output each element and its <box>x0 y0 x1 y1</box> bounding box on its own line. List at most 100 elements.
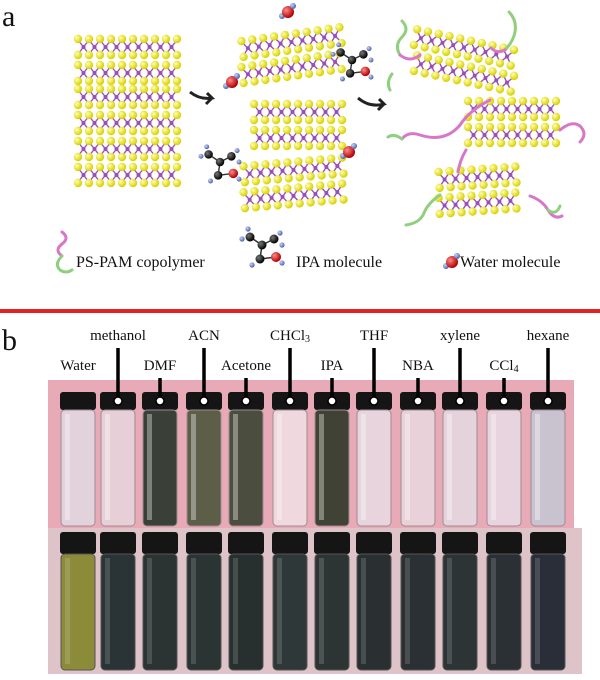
pointer-dot <box>199 396 209 406</box>
layer-stack <box>73 84 182 136</box>
sheet <box>73 110 182 136</box>
polymer-chain <box>400 98 492 141</box>
panel-b-label: b <box>2 324 17 357</box>
solvent-label: IPA <box>320 358 344 374</box>
solvent-label: Acetone <box>221 358 271 374</box>
sheet <box>239 153 348 187</box>
solvent-label: CCl4 <box>489 358 519 375</box>
solvent-label: NBA <box>402 358 434 374</box>
sheet <box>409 51 519 96</box>
pointer-dot <box>241 396 251 406</box>
sheet <box>434 188 521 219</box>
legend-water-label: Water molecule <box>460 254 561 271</box>
pointer-dot <box>455 396 465 406</box>
pointer-dot <box>155 396 165 406</box>
vial <box>442 392 478 527</box>
panel-divider <box>0 309 600 313</box>
polymer-chain <box>55 254 74 274</box>
vial <box>530 532 566 671</box>
arrow-icon <box>189 90 216 106</box>
vial <box>60 532 96 671</box>
vial <box>400 392 436 527</box>
vials-row-top <box>60 392 566 527</box>
vial <box>314 532 350 671</box>
solvent-label: DMF <box>143 358 177 374</box>
solvent-label: xylene <box>440 328 480 344</box>
copolymer-chains <box>55 10 586 274</box>
arrow-icon <box>357 96 387 112</box>
vial <box>486 532 522 671</box>
exfoliation-schematic <box>55 3 586 274</box>
vial <box>530 392 566 527</box>
sheet <box>73 136 182 162</box>
solvent-label: THF <box>359 328 389 344</box>
vial <box>100 392 136 527</box>
vial <box>228 392 264 527</box>
solvent-label: ACN <box>188 328 220 344</box>
polymer-chain <box>386 133 404 141</box>
sheet <box>249 99 347 125</box>
layer-stack <box>73 34 182 86</box>
vials-row-bottom <box>60 532 566 671</box>
sheet <box>409 25 519 70</box>
vial <box>186 392 222 527</box>
polymer-chain <box>404 193 442 227</box>
layer-stack <box>73 136 182 188</box>
vial <box>142 392 178 527</box>
sheet <box>249 125 347 151</box>
pointer-dot <box>285 396 295 406</box>
water-molecule <box>223 73 240 89</box>
sheet <box>73 60 182 86</box>
solvent-label: methanol <box>90 328 146 344</box>
sheet <box>73 34 182 60</box>
solvent-label: hexane <box>526 328 570 344</box>
layer-stack <box>434 162 521 219</box>
sheet <box>73 84 182 110</box>
water-molecule <box>340 143 357 159</box>
vial <box>356 532 392 671</box>
sheet <box>237 23 346 62</box>
sheet <box>73 162 182 188</box>
layer-stack <box>237 23 346 88</box>
polymer-chain <box>503 10 517 52</box>
polymer-chain <box>56 230 68 258</box>
ipa-molecule <box>198 144 242 184</box>
polymer-chain <box>395 19 408 57</box>
pointer-dot <box>543 396 553 406</box>
polymer-chain <box>456 148 468 174</box>
sheet <box>463 122 561 148</box>
vial <box>186 532 222 671</box>
vial <box>100 532 136 671</box>
polymer-chain <box>546 204 562 214</box>
layer-stack <box>249 99 347 151</box>
pointer-dot <box>369 396 379 406</box>
pointer-dot <box>113 396 123 406</box>
layer-stack <box>239 153 348 213</box>
vial <box>60 392 96 527</box>
polymer-chain <box>398 53 422 61</box>
ipa-molecule <box>330 42 374 82</box>
vial <box>400 532 436 671</box>
sheet <box>237 49 346 88</box>
vial <box>314 392 350 527</box>
pointer-dot <box>499 396 509 406</box>
solvent-pointers <box>113 348 553 406</box>
legend-ipa-label: IPA molecule <box>296 254 383 271</box>
vial <box>272 392 308 527</box>
layer-stack <box>409 25 519 96</box>
solvent-label: Water <box>60 358 96 374</box>
polymer-chain <box>558 122 586 144</box>
polymer-chain <box>386 72 394 92</box>
panel-a-label: a <box>2 0 16 33</box>
polymer-chain <box>489 46 507 54</box>
vial <box>228 532 264 671</box>
pointer-dot <box>327 396 337 406</box>
vial <box>356 392 392 527</box>
vial <box>442 532 478 671</box>
ipa-molecule <box>239 226 285 268</box>
vial <box>142 532 178 671</box>
sheet <box>239 179 348 213</box>
water-molecule <box>279 3 296 19</box>
vial <box>272 532 308 671</box>
